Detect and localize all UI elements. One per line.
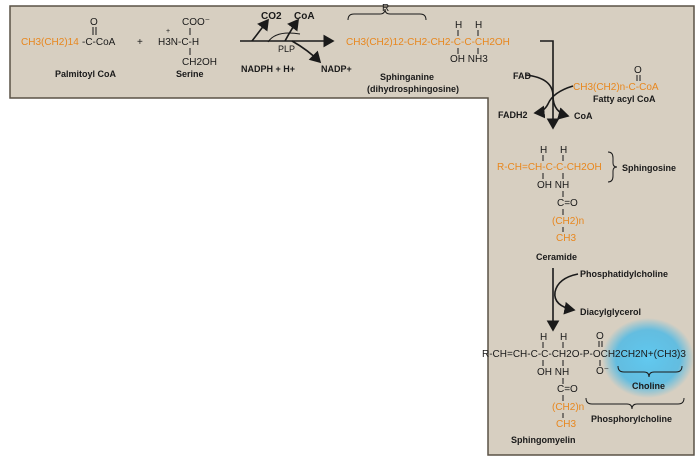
- serine-plus: +: [166, 28, 170, 35]
- sphingomyelin-ch2n: (CH2)n: [552, 402, 584, 413]
- sphingomyelin-h2: H: [560, 332, 567, 343]
- reaction2: FAD FADH2 CoA O CH3(CH2)n-C-CoA Fatty ac…: [498, 40, 659, 130]
- sphingomyelin-h1: H: [540, 332, 547, 343]
- sphinganine-r: R: [382, 3, 389, 14]
- panel-background: [9, 5, 695, 456]
- acyl-chain: CH3(CH2)n-C-CoA: [573, 82, 659, 93]
- ceramide-ch2n: (CH2)n: [552, 216, 584, 227]
- palmitoyl-carbonyl-o: O: [90, 17, 98, 28]
- serine-amine: H3N-C-H: [158, 37, 199, 48]
- choline-label: Choline: [632, 381, 665, 391]
- phosphate-o: O: [596, 331, 604, 342]
- r-bracket: [347, 8, 427, 21]
- palmitoyl-coa-label: Palmitoyl CoA: [55, 69, 117, 79]
- diacylglycerol-arrow: [554, 273, 579, 315]
- ceramide-co: C=O: [557, 198, 578, 209]
- sphingomyelin-row: R-CH=CH-C-C-CH2O-P-OCH2CH2N+(CH3)3: [482, 349, 686, 360]
- nadp-arrow: [291, 40, 322, 64]
- sphingosine-h1: H: [540, 145, 547, 156]
- coa-label-2: CoA: [574, 111, 593, 121]
- ceramide-oh-nh: OH NH: [537, 180, 569, 191]
- acyl-carbonyl-o: O: [634, 65, 642, 76]
- phosphorylcholine-bracket: [585, 397, 685, 410]
- sphinganine-label: Sphinganine: [380, 72, 434, 82]
- palmitoyl-chain: CH3(CH2)14: [21, 37, 79, 48]
- coa-label-1: CoA: [294, 11, 315, 22]
- co2-label: CO2: [261, 11, 282, 22]
- phosphate-o-minus: O⁻: [596, 366, 609, 377]
- reaction1-arrows: CO2 CoA PLP NADPH + H+ NADP+: [240, 11, 352, 74]
- sphingosine-bracket: [607, 151, 618, 183]
- serine: COO⁻ + H3N-C-H CH2OH Serine: [158, 17, 217, 79]
- sphinganine-h2: H: [475, 20, 482, 31]
- fatty-acyl-coa-label: Fatty acyl CoA: [593, 94, 656, 104]
- sphinganine-chain: CH3(CH2)12-CH2-CH2-C-C-CH2OH: [346, 37, 510, 48]
- sphinganine: R H H CH3(CH2)12-CH2-CH2-C-C-CH2OH OH NH…: [346, 3, 510, 94]
- ceramide-ch3: CH3: [556, 233, 576, 244]
- diacylglycerol-label: Diacylglycerol: [580, 307, 641, 317]
- choline-bracket: [617, 365, 683, 378]
- sphingomyelin-oh-nh: OH NH: [537, 367, 569, 378]
- plp-label: PLP: [278, 44, 295, 54]
- plus-sign: +: [137, 37, 143, 48]
- ceramide-structure: H H R-CH=CH-C-C-CH2OH Sphingosine OH NH …: [497, 145, 676, 262]
- fad-label: FAD: [513, 71, 532, 81]
- nadp-label: NADP+: [321, 64, 352, 74]
- fadh2-arrow: [533, 85, 574, 119]
- serine-coo: COO⁻: [182, 17, 210, 28]
- sphingosine-label: Sphingosine: [622, 163, 676, 173]
- palmitoyl-tail: -C-CoA: [82, 37, 116, 48]
- nadph-label: NADPH + H+: [241, 64, 295, 74]
- sphingosine-h2: H: [560, 145, 567, 156]
- reaction3: Phosphatidylcholine Diacylglycerol: [546, 268, 668, 332]
- sphingomyelin-label: Sphingomyelin: [511, 435, 576, 445]
- sphingomyelin-ch3: CH3: [556, 419, 576, 430]
- sphinganine-oh-nh3: OH NH3: [450, 54, 488, 65]
- phosphatidylcholine-label: Phosphatidylcholine: [580, 269, 668, 279]
- coa-release-arrow: [284, 18, 299, 42]
- sphingosine-row: R-CH=CH-C-C-CH2OH: [497, 162, 602, 173]
- serine-side-chain: CH2OH: [182, 57, 217, 68]
- phosphorylcholine-label: Phosphorylcholine: [591, 414, 672, 424]
- choline-highlight: [602, 318, 694, 398]
- palmitoyl-coa: O CH3(CH2)14 -C-CoA Palmitoyl CoA: [21, 17, 117, 79]
- ceramide-label: Ceramide: [536, 252, 577, 262]
- fadh2-label: FADH2: [498, 110, 528, 120]
- co2-release-arrow: [251, 18, 269, 42]
- sphinganine-sublabel: (dihydrosphingosine): [367, 84, 459, 94]
- sphingomyelin-structure: H H O R-CH=CH-C-C-CH2O-P-OCH2CH2N+(CH3)3…: [482, 318, 694, 445]
- sphinganine-h1: H: [455, 20, 462, 31]
- serine-label: Serine: [176, 69, 204, 79]
- sphingomyelin-co: C=O: [557, 384, 578, 395]
